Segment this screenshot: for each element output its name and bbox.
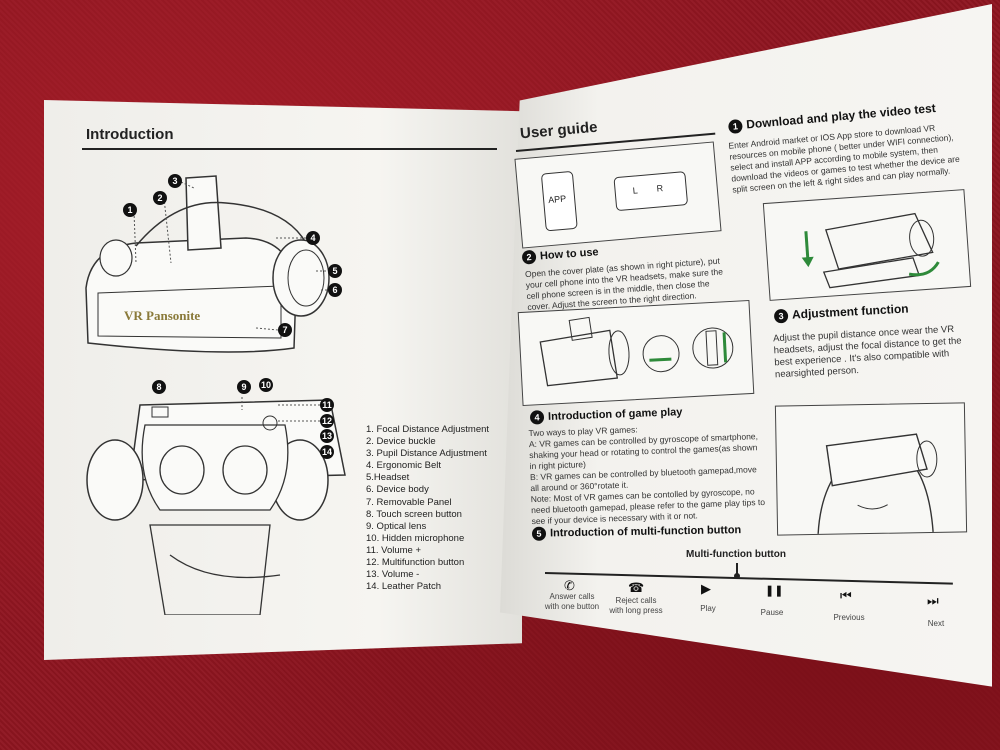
part-item: 2. Device buckle [366, 436, 436, 448]
callout-6: 6 [328, 283, 342, 297]
part-item: 3. Pupil Distance Adjustment [366, 448, 487, 460]
callout-13: 13 [320, 429, 334, 443]
mf-pointer [736, 563, 738, 575]
callout-2: 2 [153, 191, 167, 205]
control-label-answer: Answer calls with one button [544, 592, 600, 611]
wearing-headset-illustration [774, 402, 968, 536]
callout-5: 5 [328, 264, 342, 278]
play-icon: ▶ [701, 581, 711, 596]
part-item: 4. Ergonomic Belt [366, 460, 441, 472]
part-item: 7. Removable Panel [366, 496, 452, 508]
part-item: 6. Device body [366, 484, 429, 496]
phone-icon: ✆ [564, 578, 575, 593]
right-screen-label: R [656, 183, 664, 194]
headset-open-icon [801, 212, 940, 289]
step-number-badge: 4 [529, 410, 545, 425]
hangup-icon: ☎ [628, 580, 645, 595]
part-item: 9. Optical lens [366, 520, 427, 532]
control-label-play: Play [700, 604, 716, 613]
mf-pointer-dot [734, 573, 740, 579]
callout-10: 10 [259, 378, 273, 392]
page-title-introduction: Introduction [86, 126, 174, 143]
phone-insert-illustration [762, 189, 972, 301]
part-item: 12. Multifunction button [366, 557, 465, 569]
app-label: APP [547, 193, 567, 206]
part-item: 14. Leather Patch [366, 581, 441, 593]
callout-14: 14 [320, 445, 334, 459]
step5-title: Introduction of multi-function button [549, 524, 742, 540]
step-number-badge: 5 [531, 526, 547, 541]
headset-adjust-icon [539, 316, 734, 387]
step-number-badge: 1 [727, 118, 743, 134]
callout-8: 8 [152, 380, 166, 394]
callout-11: 11 [320, 398, 334, 412]
multi-function-button-label: Multi-function button [686, 549, 786, 560]
headset-back-illustration [86, 397, 346, 615]
pause-icon: ❚❚ [765, 585, 784, 597]
part-item: 10. Hidden microphone [366, 532, 465, 544]
part-item: 11. Volume + [366, 544, 422, 556]
control-label-pause: Pause [760, 608, 784, 617]
previous-icon: ⏮ [840, 588, 852, 603]
callout-3: 3 [168, 174, 182, 188]
step4-text: Two ways to play VR games: A: VR games c… [528, 424, 766, 527]
control-label-next: Next [927, 619, 945, 628]
headset-front-illustration [85, 175, 330, 353]
part-item: 13. Volume - [366, 569, 420, 581]
parts-list: 1. Focal Distance Adjustment 2. Device b… [366, 424, 489, 593]
step-number-badge: 2 [521, 249, 537, 265]
callout-1: 1 [123, 203, 137, 217]
control-label-reject: Reject calls with long press [609, 596, 663, 615]
left-page [44, 100, 522, 660]
title-rule [82, 148, 497, 150]
part-item: 8. Touch screen button [366, 508, 462, 520]
callout-9: 9 [237, 380, 251, 394]
left-screen-label: L [632, 185, 639, 196]
callout-4: 4 [306, 231, 320, 245]
brand-logo: VR Pansonite [124, 308, 201, 323]
callout-7: 7 [278, 323, 292, 337]
control-label-previous: Previous [833, 613, 865, 622]
step1-illustration: APP L R [514, 141, 722, 249]
next-icon: ⏭ [927, 593, 939, 608]
part-item: 1. Focal Distance Adjustment [366, 424, 490, 435]
step2-title: How to use [539, 246, 599, 263]
callout-12: 12 [320, 414, 334, 428]
step-number-badge: 3 [773, 308, 789, 324]
person-wearing-headset-icon [817, 433, 938, 534]
step2-illustration [517, 299, 755, 407]
part-item: 5.Headset [366, 472, 410, 484]
